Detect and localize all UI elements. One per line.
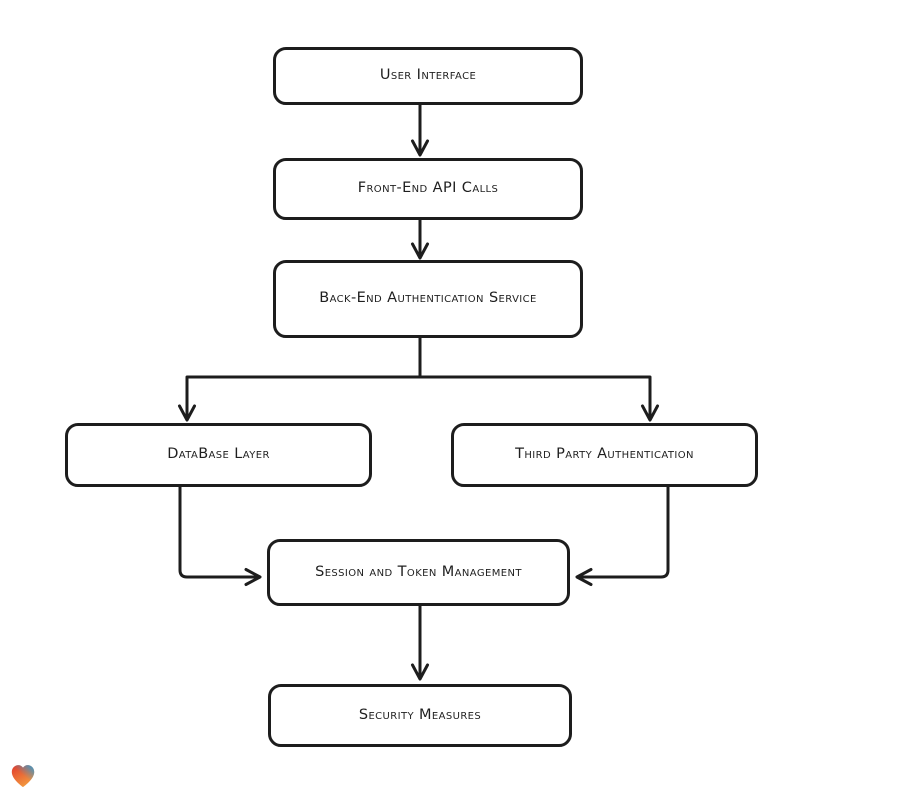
- edge-back-end-auth-split: [178, 335, 659, 422]
- heart-icon: [11, 765, 35, 787]
- node-label: User Interface: [379, 67, 477, 84]
- node-label: Third Party Authentication: [515, 446, 694, 463]
- node-label: DataBase Layer: [167, 446, 270, 463]
- arrowhead-left-icon: [575, 568, 593, 586]
- node-back-end-authentication-service: Back-End Authentication Service: [273, 260, 583, 338]
- node-database-layer: DataBase Layer: [65, 423, 372, 487]
- node-session-and-token-management: Session and Token Management: [267, 539, 570, 606]
- node-third-party-authentication: Third Party Authentication: [451, 423, 758, 487]
- node-label: Session and Token Management: [315, 563, 522, 580]
- node-user-interface: User Interface: [273, 47, 583, 105]
- node-label: Back-End Authentication Service: [319, 290, 537, 307]
- edge-session-token-to-security-measures: [411, 604, 429, 681]
- edge-third-party-auth-to-session-token: [575, 485, 670, 586]
- arrowhead-down-icon: [411, 139, 429, 157]
- edge-database-layer-to-session-token: [178, 485, 262, 586]
- node-label: Security Measures: [358, 706, 482, 723]
- edge-user-interface-to-front-end-api-calls: [411, 102, 429, 157]
- node-front-end-api-calls: Front-End API Calls: [273, 158, 583, 220]
- node-security-measures: Security Measures: [268, 684, 572, 747]
- arrowhead-down-icon: [411, 242, 429, 260]
- arrowhead-down-icon: [641, 404, 659, 422]
- arrowhead-down-icon: [178, 404, 196, 422]
- node-label: Front-End API Calls: [357, 180, 499, 197]
- arrowhead-right-icon: [244, 568, 262, 586]
- edge-front-end-api-calls-to-back-end-auth: [411, 217, 429, 260]
- heart-logo: [6, 759, 40, 791]
- arrowhead-down-icon: [411, 663, 429, 681]
